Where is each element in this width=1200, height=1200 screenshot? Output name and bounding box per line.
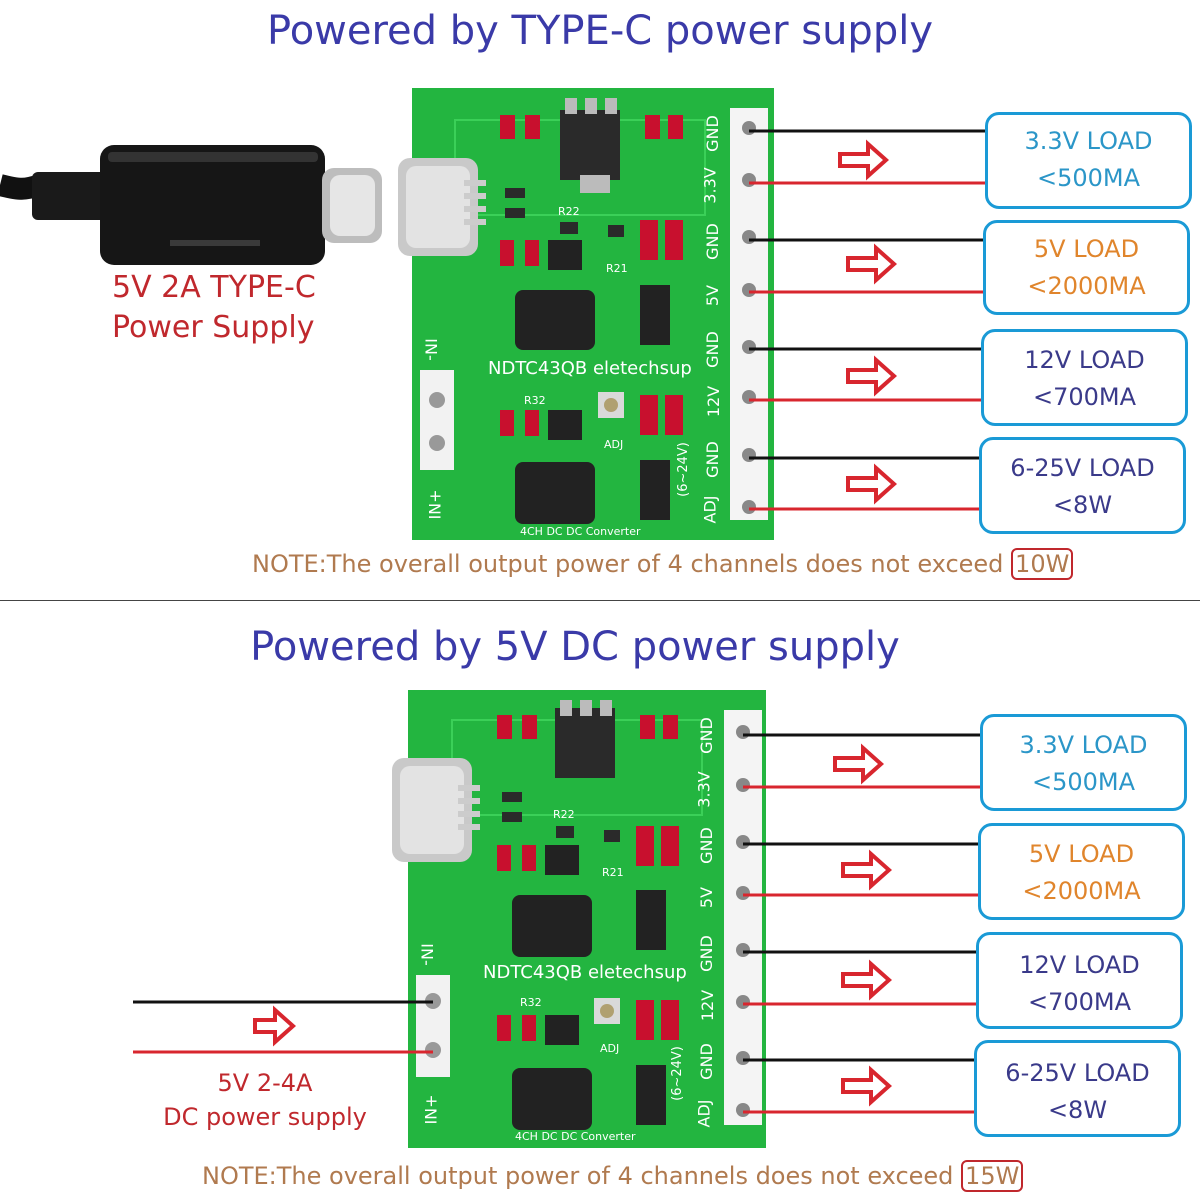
- arrows-bottom: [253, 743, 893, 1107]
- input-label-top: 5V 2A TYPE-C Power Supply: [112, 268, 316, 348]
- terminal-labels-bottom: GND 3.3V GND 5V GND 12V GND ADJ (6~24V): [670, 712, 722, 1127]
- load-box-3v3: 3.3V LOAD <500MA: [980, 714, 1187, 811]
- ref-adj-top: ADJ: [604, 438, 624, 451]
- top-title: Powered by TYPE-C power supply: [267, 8, 933, 54]
- input-label-bottom: 5V 2-4A DC power supply: [150, 1066, 380, 1134]
- load-title: 6-25V LOAD: [1010, 454, 1155, 482]
- load-limit: <8W: [1052, 491, 1113, 519]
- terminal-label: GND: [696, 827, 716, 864]
- load-box-adj: 6-25V LOAD <8W: [979, 437, 1186, 534]
- load-box-3v3: 3.3V LOAD <500MA: [985, 112, 1192, 209]
- terminal-label: 3.3V: [694, 771, 714, 808]
- usb-c-cable: [0, 145, 382, 265]
- load-box-12v: 12V LOAD <700MA: [976, 932, 1183, 1029]
- terminal-label: 5V: [697, 886, 717, 909]
- load-limit: <500MA: [1036, 164, 1141, 192]
- terminal-label: GND: [696, 717, 716, 754]
- load-title: 6-25V LOAD: [1005, 1059, 1150, 1087]
- load-limit: <2000MA: [1027, 272, 1146, 300]
- note-limit-badge: 10W: [1011, 548, 1074, 580]
- input-label-line2: Power Supply: [112, 310, 315, 345]
- arrows-top: [838, 139, 898, 505]
- load-box-12v: 12V LOAD <700MA: [981, 329, 1188, 426]
- board-bottom-text-bottom: 4CH DC DC Converter: [515, 1130, 636, 1143]
- load-box-5v: 5V LOAD <2000MA: [978, 823, 1185, 920]
- load-title: 3.3V LOAD: [1024, 127, 1153, 155]
- terminal-label: GND: [696, 1043, 716, 1080]
- in-minus-label-bottom: IN-: [417, 943, 437, 966]
- note-text: NOTE:The overall output power of 4 chann…: [252, 550, 1004, 578]
- output-wires-top: [749, 129, 985, 511]
- note-text: NOTE:The overall output power of 4 chann…: [202, 1162, 954, 1190]
- load-box-adj: 6-25V LOAD <8W: [974, 1040, 1181, 1137]
- board-model-text-top: NDTC43QB eletechsup: [488, 358, 692, 379]
- load-title: 12V LOAD: [1024, 346, 1145, 374]
- pcb-board-top: [398, 88, 774, 540]
- ref-r21-bottom: R21: [602, 866, 624, 879]
- board-model-text-bottom: NDTC43QB eletechsup: [483, 962, 687, 983]
- terminal-label: ADJ: [694, 1099, 714, 1128]
- output-wires-bottom: [743, 733, 980, 1114]
- load-limit: <700MA: [1032, 383, 1137, 411]
- load-limit: <2000MA: [1022, 877, 1141, 905]
- load-limit: <700MA: [1027, 988, 1132, 1016]
- input-wires-bottom: [133, 1000, 433, 1054]
- input-label-line1: 5V 2A TYPE-C: [112, 270, 316, 305]
- ref-r21-top: R21: [606, 262, 628, 275]
- ref-r22-top: R22: [558, 205, 580, 218]
- note-limit-badge: 15W: [961, 1160, 1024, 1192]
- terminal-label: 12V: [698, 989, 718, 1022]
- board-bottom-text-top: 4CH DC DC Converter: [520, 525, 641, 538]
- top-diagram: [0, 88, 985, 540]
- load-title: 5V LOAD: [1028, 840, 1135, 868]
- load-title: 12V LOAD: [1019, 951, 1140, 979]
- ref-r32-top: R32: [524, 394, 546, 407]
- panel-divider: [0, 600, 1200, 601]
- load-title: 5V LOAD: [1033, 235, 1140, 263]
- ref-r32-bottom: R32: [520, 996, 542, 1009]
- pcb-board-bottom: [392, 690, 766, 1148]
- note-bottom: NOTE:The overall output power of 4 chann…: [202, 1160, 1024, 1192]
- load-title: 3.3V LOAD: [1019, 731, 1148, 759]
- in-plus-label-bottom: IN+: [421, 1094, 441, 1125]
- input-label-line1: 5V 2-4A: [217, 1069, 313, 1097]
- adj-range-label: (6~24V): [669, 1046, 685, 1101]
- ref-r22-bottom: R22: [553, 808, 575, 821]
- load-limit: <8W: [1047, 1096, 1108, 1124]
- input-label-line2: DC power supply: [163, 1103, 367, 1131]
- load-box-5v: 5V LOAD <2000MA: [983, 220, 1190, 315]
- terminal-label: GND: [696, 935, 716, 972]
- bottom-title: Powered by 5V DC power supply: [250, 624, 900, 670]
- load-limit: <500MA: [1031, 768, 1136, 796]
- note-top: NOTE:The overall output power of 4 chann…: [252, 548, 1074, 580]
- ref-adj-bottom: ADJ: [600, 1042, 620, 1055]
